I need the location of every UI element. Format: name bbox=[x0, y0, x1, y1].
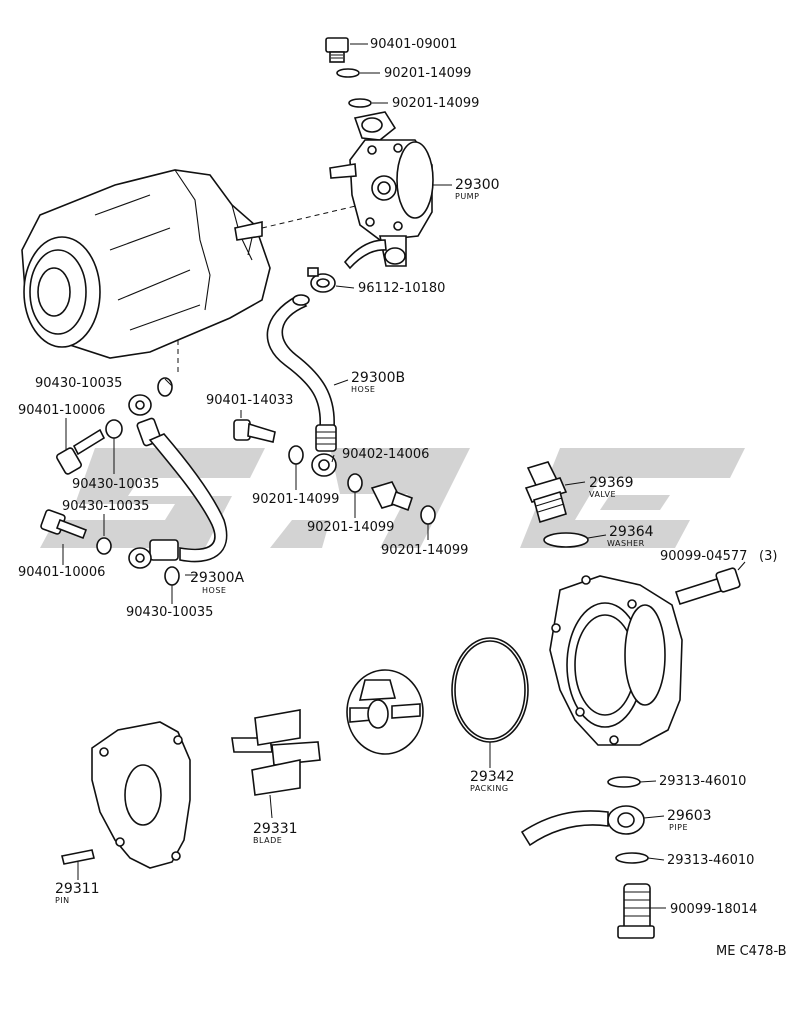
label-p20: 90099-04577 bbox=[660, 549, 747, 564]
label-p24: 29603 bbox=[667, 808, 712, 824]
label-p18: 29300A bbox=[190, 570, 245, 586]
washer-90430-mid bbox=[96, 537, 112, 555]
hose-29300B bbox=[266, 294, 337, 477]
vacuum-pump-illustration bbox=[329, 111, 434, 270]
label-p23: 29313-46010 bbox=[659, 774, 746, 789]
label-p26: 29313-46010 bbox=[667, 853, 754, 868]
hose-29300A bbox=[128, 394, 228, 569]
bolt-90099-04577 bbox=[674, 567, 741, 606]
rotor bbox=[346, 669, 424, 755]
label-p5: 96112-10180 bbox=[358, 281, 445, 296]
callout-labels: 90401-09001 90201-14099 90201-14099 2930… bbox=[18, 37, 787, 959]
washer-90430-bottom bbox=[164, 566, 180, 586]
clamp-96112-10180 bbox=[307, 267, 336, 293]
blades-29331 bbox=[231, 709, 321, 796]
label-p2: 90201-14099 bbox=[384, 66, 471, 81]
label-p18-name: HOSE bbox=[202, 586, 226, 595]
label-p10: 90430-10035 bbox=[72, 477, 159, 492]
label-p6: 29300B bbox=[351, 370, 405, 386]
pipe-29603 bbox=[520, 805, 645, 847]
bolt-90401-10006-lower bbox=[40, 509, 88, 540]
washer-90430-upper bbox=[105, 419, 123, 439]
washer-29313-upper bbox=[607, 776, 641, 788]
valve-29369 bbox=[524, 461, 568, 524]
label-p27-name: PIN bbox=[55, 896, 70, 905]
label-p15: 29369 bbox=[589, 475, 634, 491]
pump-housing bbox=[549, 575, 683, 746]
bolt-90401-09001 bbox=[325, 37, 349, 63]
label-p19: 29364 bbox=[609, 524, 654, 540]
label-p1: 90401-09001 bbox=[370, 37, 457, 52]
label-p3: 90201-14099 bbox=[392, 96, 479, 111]
label-p16: 90201-14099 bbox=[381, 543, 468, 558]
label-p6-name: HOSE bbox=[351, 385, 375, 394]
label-p22-name: PACKING bbox=[470, 784, 509, 793]
washer-90201-b bbox=[347, 473, 363, 493]
label-p14: 90201-14099 bbox=[307, 520, 394, 535]
leader-lines bbox=[62, 43, 746, 909]
label-p19-name: WASHER bbox=[607, 539, 645, 548]
label-p27: 29311 bbox=[55, 881, 100, 897]
washer-90201-c bbox=[420, 505, 436, 525]
label-p8: 90401-14033 bbox=[206, 393, 293, 408]
label-p21: 90430-10035 bbox=[126, 605, 213, 620]
alternator-illustration bbox=[21, 169, 361, 372]
washer-29364 bbox=[543, 532, 589, 548]
pin-29311 bbox=[61, 849, 95, 865]
cover-plate bbox=[91, 721, 191, 869]
label-p25: 29331 bbox=[253, 821, 298, 837]
label-p11: 90402-14006 bbox=[342, 447, 429, 462]
label-p20-qty: (3) bbox=[759, 549, 777, 564]
washer-90201-a bbox=[288, 445, 304, 465]
washer-top-2 bbox=[348, 98, 372, 108]
label-p12: 90201-14099 bbox=[252, 492, 339, 507]
bolt-90401-10006-upper bbox=[56, 428, 106, 475]
label-p4: 29300 bbox=[455, 177, 500, 193]
label-p13: 90430-10035 bbox=[62, 499, 149, 514]
bolt-90401-14033 bbox=[233, 419, 276, 443]
watermark-logo bbox=[40, 448, 745, 548]
label-p28: 90099-18014 bbox=[670, 902, 757, 917]
washer-top-1 bbox=[336, 68, 360, 78]
packing-29342 bbox=[451, 637, 529, 743]
label-p15-name: VALVE bbox=[589, 490, 616, 499]
label-p25-name: BLADE bbox=[253, 836, 282, 845]
label-p9: 90401-10006 bbox=[18, 403, 105, 418]
diagram-code: ME C478-B bbox=[716, 944, 787, 959]
label-p7: 90430-10035 bbox=[35, 376, 122, 391]
label-p4-name: PUMP bbox=[455, 192, 479, 201]
label-p17: 90401-10006 bbox=[18, 565, 105, 580]
union-bolt-90099-18014 bbox=[617, 883, 655, 939]
washer-29313-lower bbox=[615, 852, 649, 864]
union-bolt-90402-14006 bbox=[370, 481, 414, 512]
label-p24-name: PIPE bbox=[669, 823, 688, 832]
washer-90430-top bbox=[157, 377, 173, 397]
label-p22: 29342 bbox=[470, 769, 515, 785]
